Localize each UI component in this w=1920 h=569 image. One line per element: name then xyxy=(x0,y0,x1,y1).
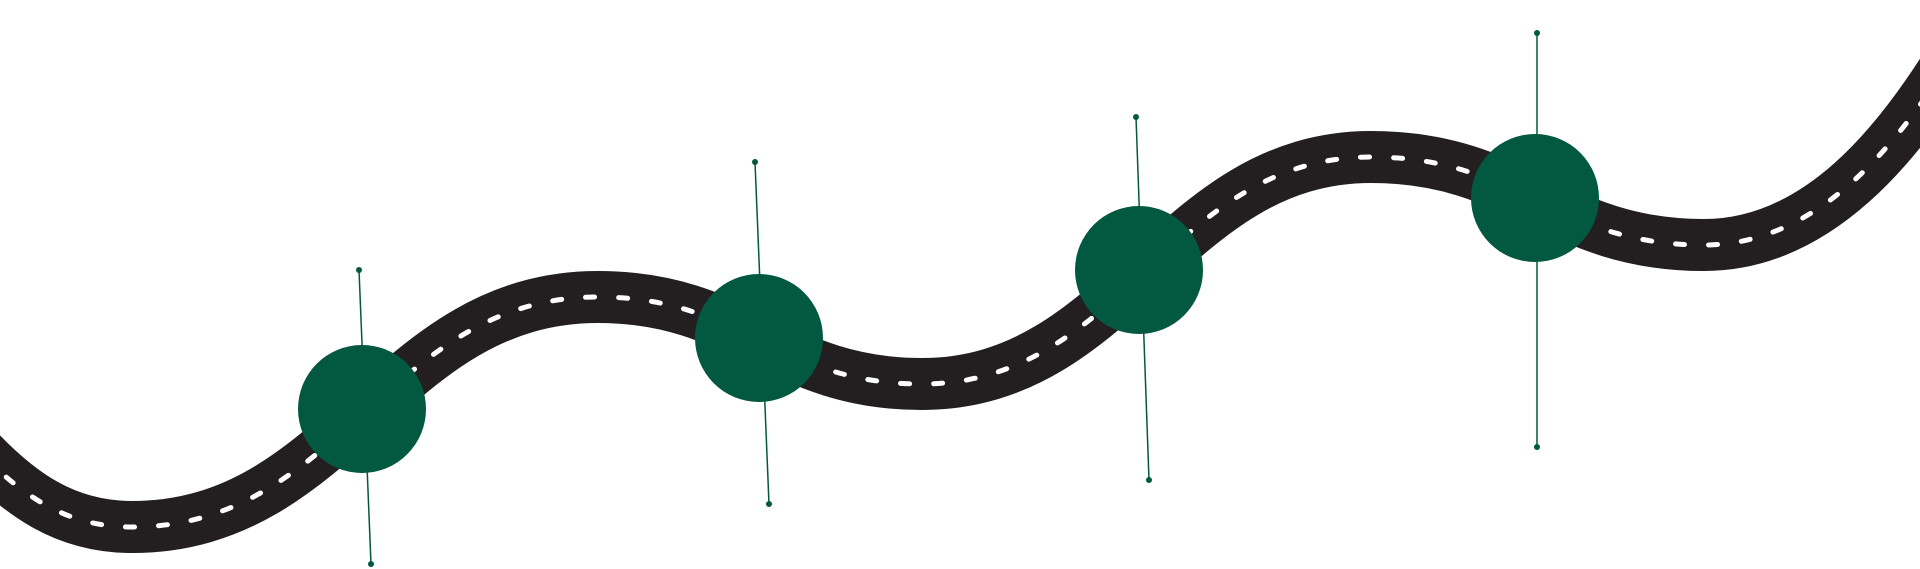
milestones xyxy=(298,30,1599,567)
milestone-2 xyxy=(695,159,823,507)
pin-bottom-dot-icon xyxy=(1146,477,1152,483)
milestone-circle-icon xyxy=(695,274,823,402)
milestone-4 xyxy=(1471,30,1599,450)
milestone-circle-icon xyxy=(1471,134,1599,262)
pin-top-dot-icon xyxy=(752,159,758,165)
pin-top-dot-icon xyxy=(1534,30,1540,36)
milestone-3 xyxy=(1075,114,1203,483)
pin-top-dot-icon xyxy=(1133,114,1139,120)
milestone-circle-icon xyxy=(298,345,426,473)
milestone-1 xyxy=(298,267,426,567)
pin-bottom-dot-icon xyxy=(368,561,374,567)
pin-bottom-dot-icon xyxy=(1534,444,1540,450)
pin-top-dot-icon xyxy=(356,267,362,273)
pin-bottom-dot-icon xyxy=(766,501,772,507)
winding-road xyxy=(0,58,1920,554)
milestone-circle-icon xyxy=(1075,206,1203,334)
road-center-dashes xyxy=(0,100,1920,530)
